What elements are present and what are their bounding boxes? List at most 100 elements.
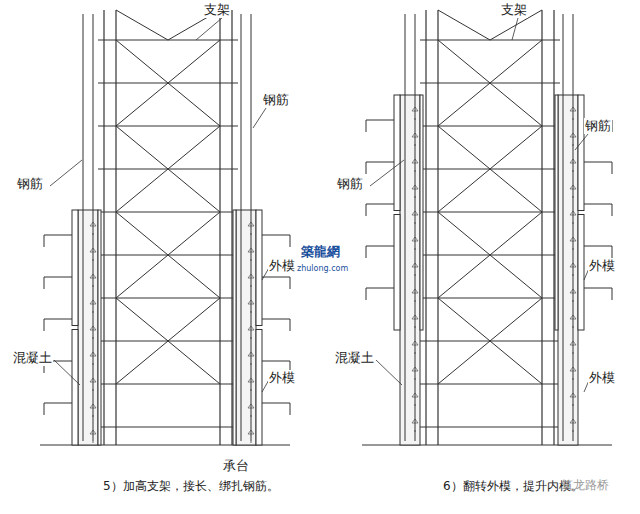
concrete-wall (78, 210, 98, 445)
scaffold-rung (98, 298, 238, 299)
working-platform (44, 403, 72, 404)
working-platform (44, 319, 72, 320)
rebar (563, 14, 564, 441)
working-platform (262, 361, 290, 362)
platform-rail (44, 403, 45, 415)
formwork-label: 外模 (268, 258, 296, 274)
platform-rail (366, 246, 367, 258)
formwork-label: 外模 (588, 370, 616, 386)
scaffold-brace (438, 212, 542, 298)
scaffold-brace (438, 298, 542, 384)
inner-form-panel (555, 95, 558, 330)
platform-rail (290, 403, 291, 415)
watermark: 築龍網 (300, 244, 341, 260)
outer-form-panel (72, 210, 78, 326)
scaffold-brace (116, 40, 220, 126)
outer-form-panel (394, 95, 400, 211)
outer-form-panel (256, 210, 262, 326)
scaffold-brace (438, 126, 542, 212)
scaffold-brace (438, 298, 542, 384)
scaffold-post (231, 10, 232, 445)
scaffold-post (553, 10, 554, 445)
scaffold-post (103, 10, 104, 445)
scaffold-brace (116, 126, 220, 212)
platform-rail (44, 277, 45, 289)
platform-rail (366, 204, 367, 216)
rebar-label: 钢筋 (262, 92, 290, 108)
scaffold-rung (420, 384, 560, 385)
platform-rail (290, 235, 291, 247)
working-platform (366, 246, 394, 247)
working-platform (44, 277, 72, 278)
pile-cap-label: 承台 (222, 458, 250, 474)
working-platform (262, 277, 290, 278)
scaffold-post (541, 10, 542, 445)
formwork-label: 外模 (588, 258, 616, 274)
inner-form-panel (420, 95, 423, 330)
scaffold-post (425, 10, 426, 445)
leader-line (50, 160, 82, 186)
scaffold-brace (438, 40, 542, 126)
leader-line (253, 108, 266, 128)
working-platform (366, 204, 394, 205)
concrete-wall (236, 210, 256, 445)
working-platform (262, 403, 290, 404)
concrete-wall (400, 95, 420, 445)
scaffold-brace (438, 126, 542, 212)
platform-rail (44, 319, 45, 331)
leader-line (575, 134, 588, 150)
bracket-label: 支架 (203, 2, 231, 18)
concrete-dot (92, 441, 94, 443)
working-platform (584, 288, 612, 289)
rebar (573, 14, 574, 441)
rebar (405, 14, 406, 441)
scaffold-brace (116, 10, 168, 40)
scaffold-rung (420, 212, 560, 213)
watermark: zhulong.com (296, 264, 349, 274)
outer-form-panel (578, 95, 584, 211)
inner-form-panel (98, 210, 101, 445)
rebar (93, 14, 94, 441)
rebar (241, 14, 242, 441)
scaffold-brace (438, 10, 490, 40)
platform-rail (612, 288, 613, 300)
scaffold-brace (116, 212, 220, 298)
formwork-label: 外模 (268, 370, 296, 386)
inner-form-panel (233, 210, 236, 445)
leader-line (376, 360, 402, 385)
concrete-wall (558, 95, 578, 445)
rebar-label: 钢筋 (336, 176, 364, 192)
outer-form-panel (578, 215, 584, 331)
rebar-label: 钢筋 (584, 118, 612, 134)
leader-line (512, 18, 518, 40)
scaffold-rung (98, 384, 238, 385)
scaffold-rung (98, 427, 238, 428)
scaffold-post (219, 10, 220, 445)
leader-line (196, 18, 222, 40)
platform-rail (612, 204, 613, 216)
working-platform (584, 162, 612, 163)
outer-form-panel (394, 215, 400, 331)
leader-line (54, 360, 80, 385)
platform-rail (366, 120, 367, 132)
scaffold-brace (116, 40, 220, 126)
platform-rail (366, 288, 367, 300)
scaffold-post (115, 10, 116, 445)
scaffold-rung (98, 126, 238, 127)
scaffold-rung (420, 126, 560, 127)
platform-rail (612, 162, 613, 174)
concrete-dot (250, 441, 252, 443)
platform-rail (366, 162, 367, 174)
platform-rail (44, 235, 45, 247)
leader-line (370, 160, 404, 186)
platform-rail (612, 246, 613, 258)
rebar (83, 14, 84, 441)
working-platform (366, 288, 394, 289)
working-platform (584, 246, 612, 247)
rebar (251, 14, 252, 441)
scaffold-brace (116, 298, 220, 384)
watermark: 筑龙路桥 (560, 478, 610, 492)
scaffold-brace (116, 212, 220, 298)
scaffold-post (437, 10, 438, 445)
bracket-label: 支架 (500, 2, 528, 18)
